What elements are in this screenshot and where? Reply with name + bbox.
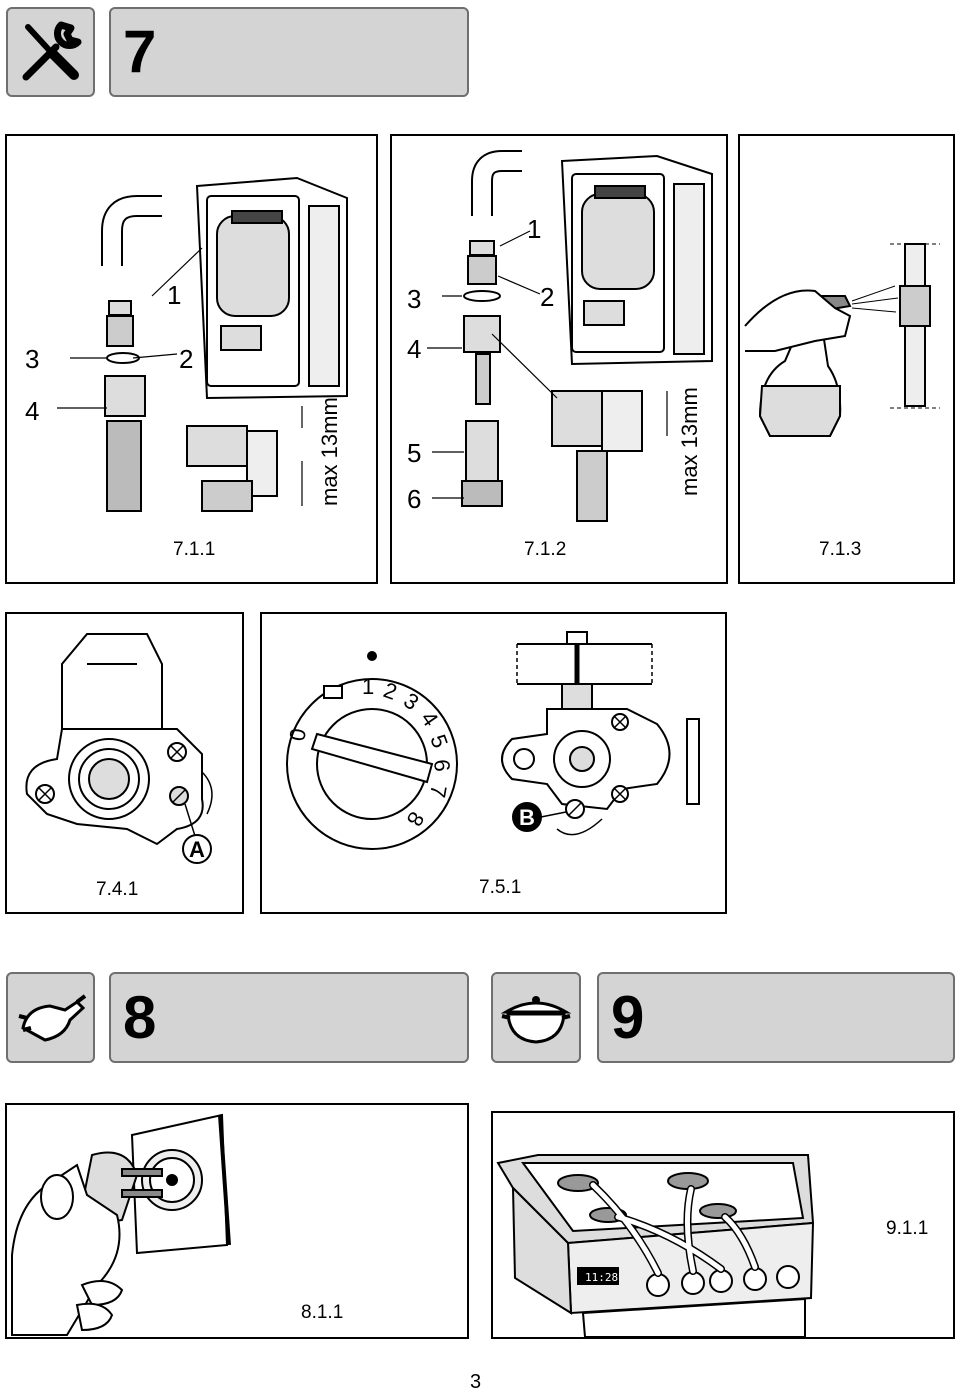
figure-9-1-1: 11:28 9.1.1: [491, 1111, 955, 1339]
label-6: 6: [407, 484, 421, 514]
dial-label-6: 6: [429, 758, 455, 772]
label-3: 3: [407, 284, 421, 314]
leak-test-spray-illustration: [744, 243, 940, 437]
section-number: 9: [611, 983, 644, 1051]
valve-bypass-screw-illustration: A: [25, 633, 213, 864]
gas-knob-and-valve-illustration: 0 1 2 3 4 5 6 7 8: [284, 631, 700, 850]
label-5: 5: [407, 438, 421, 468]
plug-into-socket-illustration: [11, 1113, 231, 1336]
section-number: 8: [123, 983, 156, 1051]
dimension-label: max 13mm: [317, 397, 342, 506]
label-4: 4: [25, 396, 39, 426]
marker-a: A: [189, 837, 205, 862]
section-9-icon-box: [491, 972, 581, 1063]
figure-caption: 7.1.2: [524, 539, 567, 560]
dial-label-1: 1: [362, 674, 374, 699]
gas-nozzle-connection-illustration: 1 2 3 4 5 6 max 13mm: [407, 150, 713, 522]
figure-7-1-1: 1 2 3 4 max 13mm 7.1.1: [5, 134, 378, 584]
figure-caption: 7.1.1: [173, 539, 216, 560]
section-number: 7: [123, 18, 156, 85]
figure-caption: 7.1.3: [819, 539, 862, 560]
section-7-title-box: 7: [109, 7, 469, 97]
section-8-icon-box: [6, 972, 95, 1063]
figure-caption: 7.5.1: [479, 877, 522, 898]
label-3: 3: [25, 344, 39, 374]
figure-7-1-2: 1 2 3 4 5 6 max 13mm 7.1.2: [390, 134, 728, 584]
section-7-icon-box: [6, 7, 95, 97]
figure-7-4-1: A 7.4.1: [5, 612, 244, 914]
cooker-hob-controls-illustration: 11:28: [496, 1154, 815, 1337]
dimension-label: max 13mm: [677, 387, 702, 496]
label-2: 2: [179, 344, 193, 374]
figure-7-5-1: 0 1 2 3 4 5 6 7 8: [260, 612, 727, 914]
figure-8-1-1: 8.1.1: [5, 1103, 469, 1339]
tools-icon: [22, 21, 81, 81]
label-1: 1: [527, 214, 541, 244]
plug-icon: [18, 993, 86, 1042]
section-8-title-box: 8: [109, 972, 469, 1063]
label-4: 4: [407, 334, 421, 364]
figure-7-1-3: 7.1.3: [738, 134, 955, 584]
figure-caption: 7.4.1: [96, 879, 139, 900]
pot-icon: [500, 995, 572, 1044]
figure-caption: 8.1.1: [301, 1302, 344, 1323]
dial-label-0: 0: [284, 726, 311, 742]
marker-b: B: [519, 805, 535, 830]
label-2: 2: [540, 282, 554, 312]
section-9-title-box: 9: [597, 972, 955, 1063]
label-1: 1: [167, 280, 181, 310]
figure-caption: 9.1.1: [886, 1218, 929, 1239]
cooker-timer-display: 11:28: [585, 1271, 618, 1284]
page-number: 3: [470, 1371, 482, 1393]
dial-label-7: 7: [425, 783, 452, 799]
gas-hose-connection-illustration: 1 2 3 4 max 13mm: [25, 176, 348, 512]
